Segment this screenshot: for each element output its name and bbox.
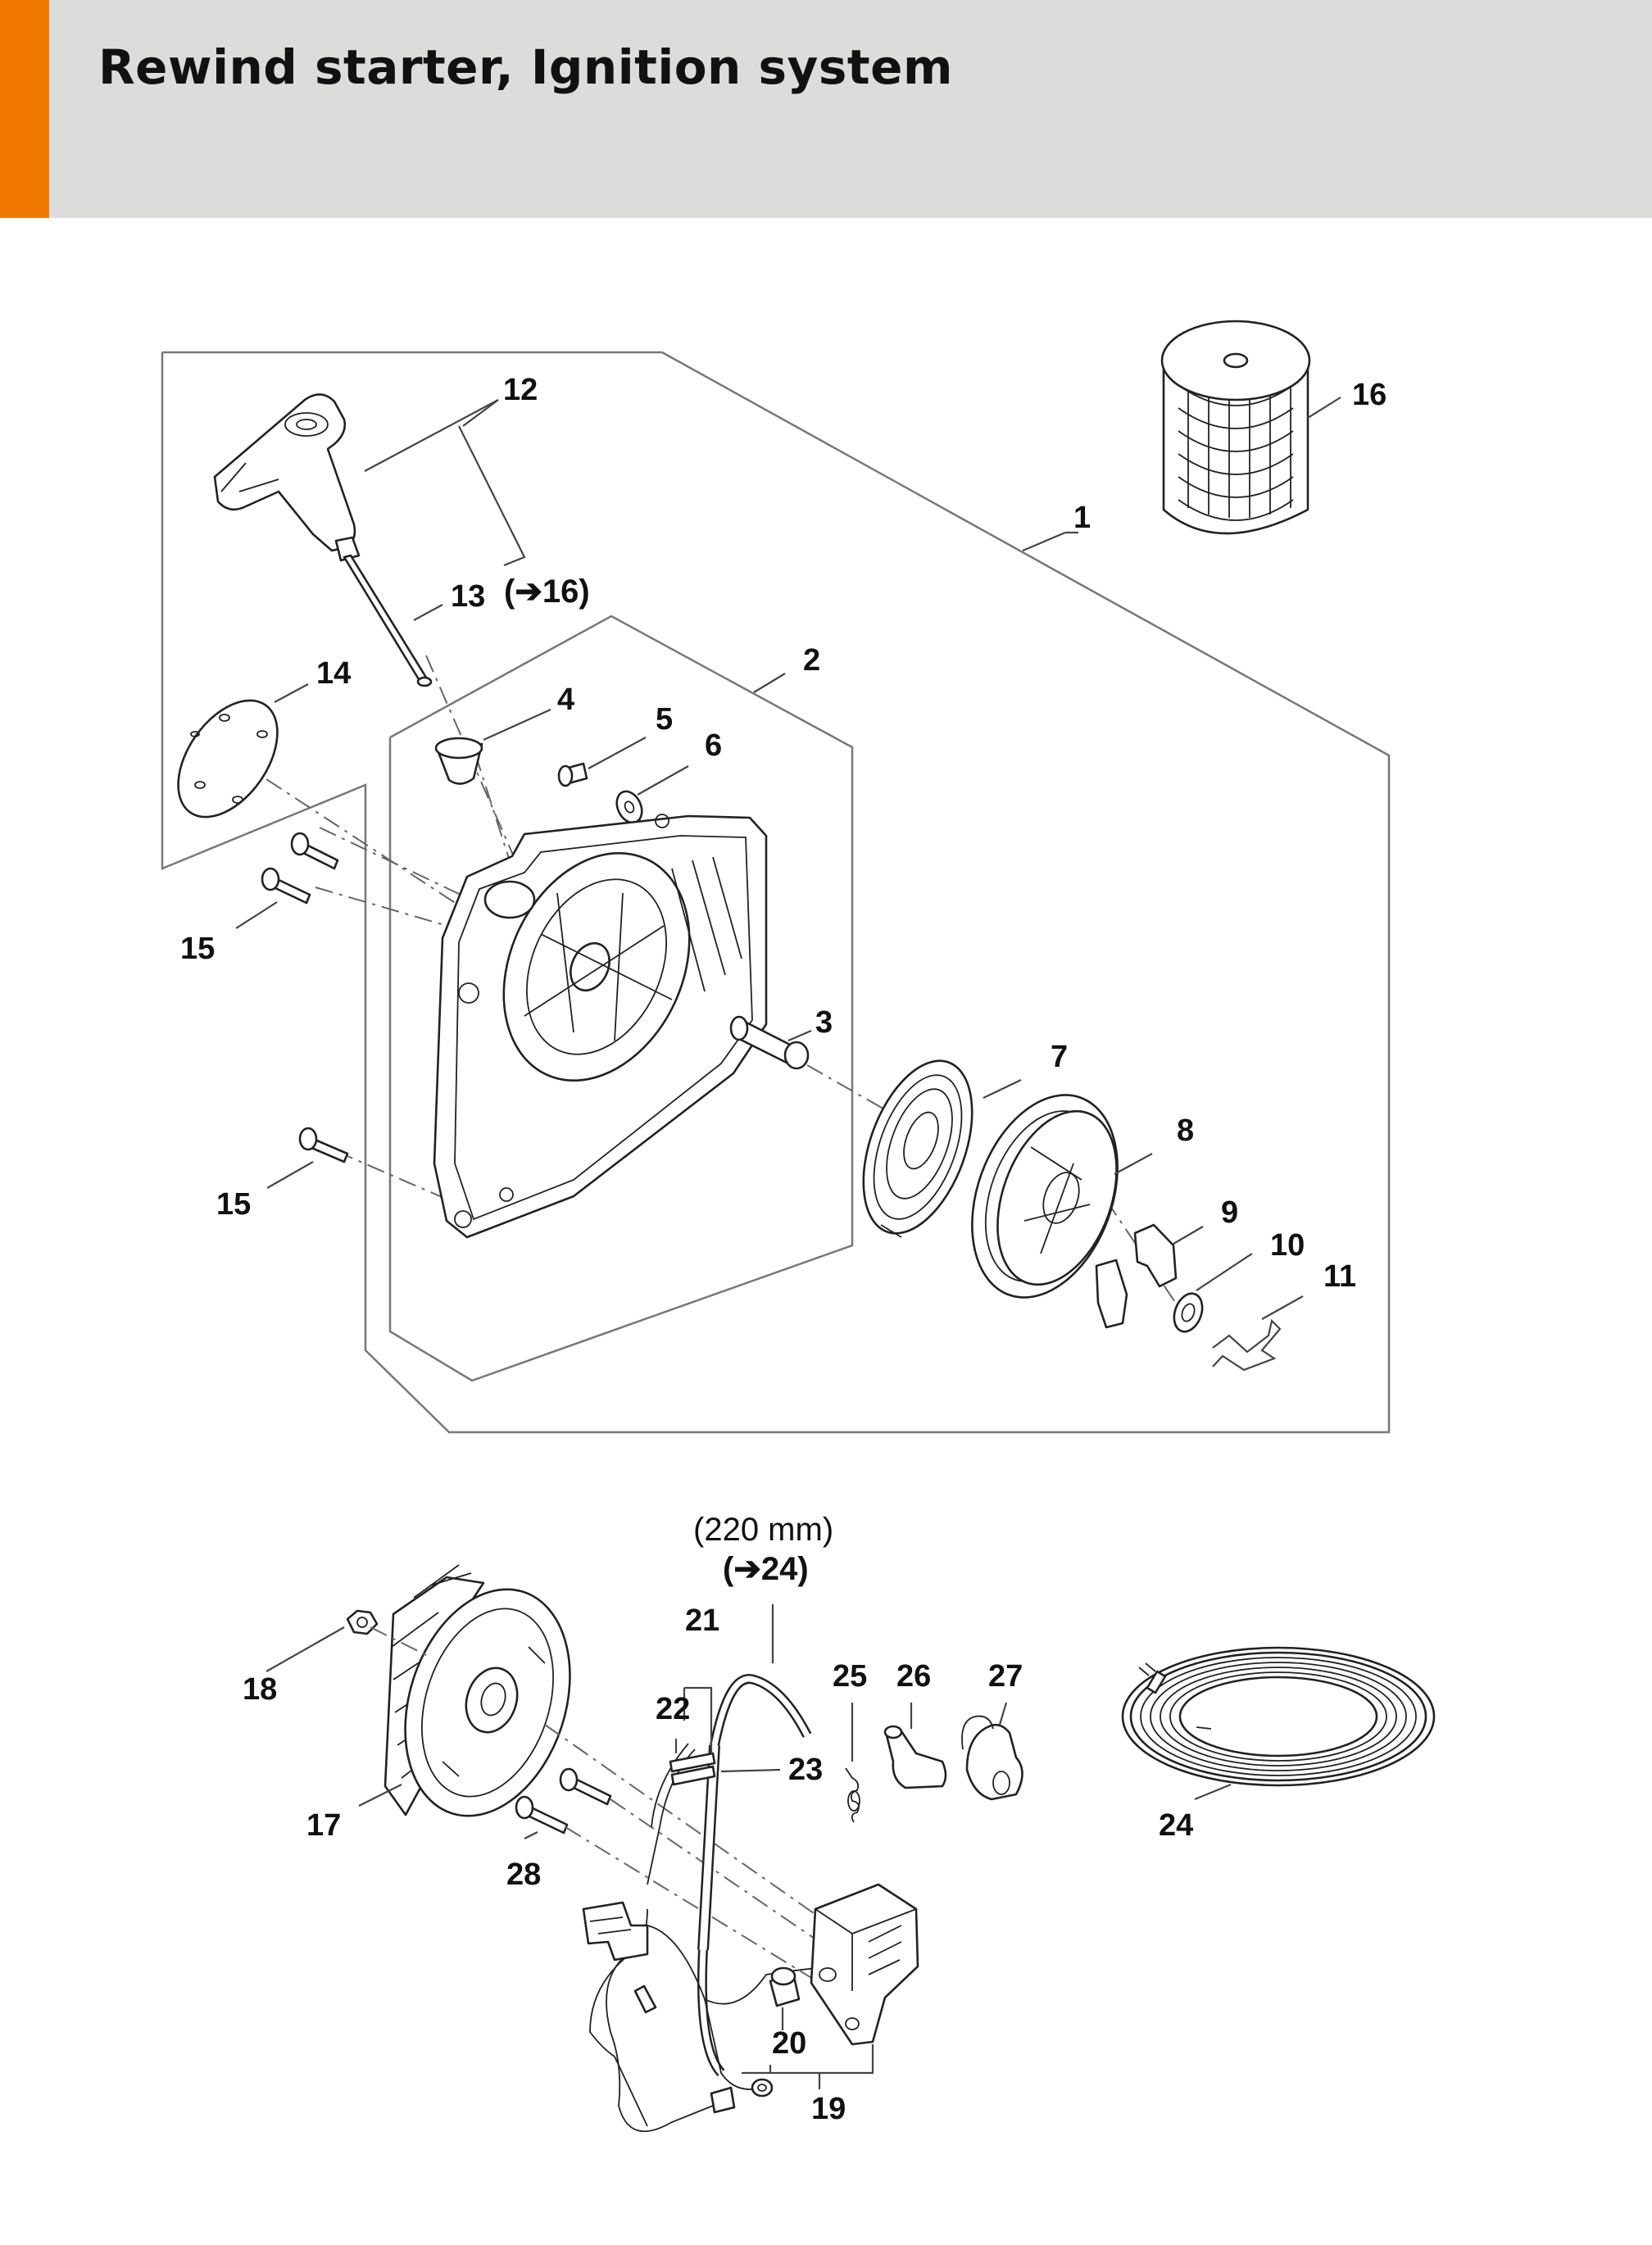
rewind-spring-part-7 xyxy=(862,1059,974,1238)
callout-20: 20 xyxy=(772,2026,806,2061)
callout-19: 19 xyxy=(811,2092,846,2126)
callout-15a: 15 xyxy=(180,932,215,966)
callout-9: 9 xyxy=(1221,1195,1238,1230)
starter-rope-part-13 xyxy=(343,554,433,687)
callout-11: 11 xyxy=(1323,1259,1356,1294)
spark-plug-boot-part-27 xyxy=(961,1715,1023,1801)
leader-lines-ignition xyxy=(266,1604,1232,2089)
callout-2: 2 xyxy=(803,643,820,678)
callout-24: 24 xyxy=(1159,1808,1193,1843)
screw-part-15-upper-b xyxy=(261,867,311,905)
assembly-frame-1 xyxy=(161,351,1391,1434)
callout-23: 23 xyxy=(788,1753,823,1787)
spring-clip-part-11 xyxy=(1212,1318,1282,1372)
callout-8: 8 xyxy=(1177,1113,1194,1148)
cover-plate-part-14 xyxy=(177,699,279,819)
callout-21: 21 xyxy=(685,1603,719,1638)
rope-rotor-part-8 xyxy=(971,1094,1119,1299)
pivot-pin-part-3 xyxy=(729,1015,810,1070)
screw-part-15-upper-a xyxy=(290,832,339,870)
header-accent-stripe xyxy=(0,0,49,218)
callout-17: 17 xyxy=(306,1808,341,1843)
callout-13: 13 xyxy=(451,579,485,614)
note-ref-16: (➔16) xyxy=(504,574,590,610)
screw-part-28-b xyxy=(515,1795,569,1835)
header-bar xyxy=(0,0,1652,218)
callout-3: 3 xyxy=(815,1005,833,1040)
assembly-frame-2 xyxy=(388,615,854,1382)
screw-part-15-lower xyxy=(298,1127,349,1163)
nut-part-18 xyxy=(346,1609,379,1635)
callout-26: 26 xyxy=(896,1659,931,1694)
callout-7: 7 xyxy=(1051,1040,1068,1074)
connector-block xyxy=(582,1901,649,1962)
callout-14: 14 xyxy=(316,656,351,691)
callout-labels: 1 2 3 4 5 6 7 8 9 10 11 12 13 14 15 15 1… xyxy=(180,373,1386,2126)
rope-spool-part-16 xyxy=(1160,320,1311,535)
callout-28: 28 xyxy=(506,1857,541,1892)
ring-terminal-c xyxy=(633,1984,657,2014)
callout-18: 18 xyxy=(243,1672,277,1707)
callout-22: 22 xyxy=(656,1692,690,1726)
elbow-connector-part-26 xyxy=(883,1725,947,1789)
rope-guide-part-4 xyxy=(434,737,483,785)
annotation-notes: (➔16) (220 mm) (➔24) xyxy=(504,574,833,1587)
pawl-part-9 xyxy=(1095,1223,1178,1329)
starter-grip-part-12 xyxy=(213,393,361,562)
ground-terminal-part-20 xyxy=(769,1966,801,2007)
spark-spring-part-25 xyxy=(845,1767,860,1823)
leader-lines-starter xyxy=(235,397,1341,1320)
callout-25: 25 xyxy=(833,1659,867,1694)
ring-terminal-a xyxy=(751,2078,774,2098)
screw-part-5 xyxy=(557,762,588,787)
ignition-lead-part-21 xyxy=(697,1674,812,2077)
callout-16: 16 xyxy=(1352,378,1386,412)
note-ref-24: (➔24) xyxy=(723,1551,809,1587)
callout-12: 12 xyxy=(503,373,538,407)
ignition-module-part-19 xyxy=(810,1883,919,2046)
note-length-220mm: (220 mm) xyxy=(693,1512,833,1548)
callout-10: 10 xyxy=(1270,1228,1305,1263)
callout-5: 5 xyxy=(656,702,673,737)
fan-housing-part-2 xyxy=(433,814,768,1239)
callout-15b: 15 xyxy=(216,1187,251,1222)
ring-terminal-b xyxy=(710,2086,736,2114)
callout-1: 1 xyxy=(1073,501,1091,535)
callout-6: 6 xyxy=(705,728,722,763)
callout-27: 27 xyxy=(988,1659,1023,1694)
washer-part-10 xyxy=(1173,1292,1204,1333)
page-title: Rewind starter, Ignition system xyxy=(98,39,953,95)
ignition-lead-coil-part-24 xyxy=(1121,1646,1436,1787)
clip-part-22 xyxy=(669,1752,716,1786)
screw-part-28-a xyxy=(559,1767,612,1806)
flywheel-part-17 xyxy=(384,1564,571,1817)
callout-4: 4 xyxy=(557,683,574,717)
